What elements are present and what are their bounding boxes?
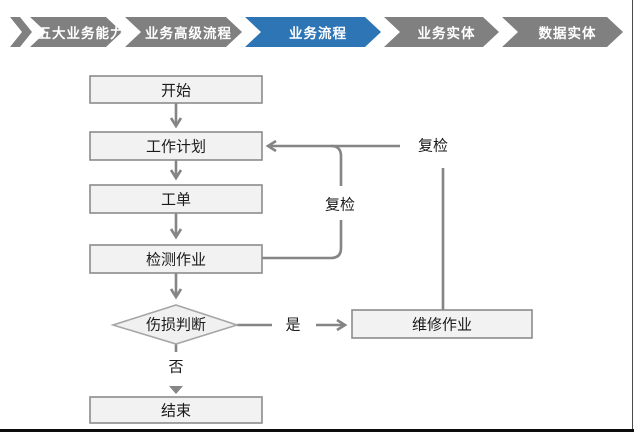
nav-step-label: 业务实体: [417, 26, 476, 41]
nav-step-label: 数据实体: [538, 26, 597, 41]
node-repair-job-label: 维修作业: [412, 316, 472, 333]
nav-step-business-entity[interactable]: 业务实体: [384, 17, 499, 47]
node-repair-job: [351, 309, 533, 339]
nav-step-data-entity[interactable]: 数据实体: [502, 17, 623, 47]
edge-label-yes: 是: [285, 316, 300, 333]
node-start-label: 开始: [161, 82, 191, 99]
node-work-order: [89, 184, 263, 214]
edge-label-no: 否: [168, 358, 183, 375]
canvas-bottom-border: [0, 429, 634, 432]
node-start: [89, 75, 263, 104]
nav-step-label: 五大业务能力: [37, 26, 125, 41]
node-work-plan: [89, 131, 263, 161]
edge-no-arrowhead: [169, 386, 183, 394]
edge-inspection-recheck-lower: [262, 220, 343, 260]
process-step-nav: 五大业务能力 业务高级流程 业务流程 业务实体 数据实体: [0, 17, 634, 47]
node-damage-decision: [110, 304, 240, 345]
node-end: [89, 396, 263, 424]
nav-step-business-highlevel-process[interactable]: 业务高级流程: [125, 17, 242, 47]
node-work-plan-label: 工作计划: [146, 138, 206, 155]
node-work-order-label: 工单: [161, 191, 191, 208]
canvas-right-border: [632, 0, 633, 429]
nav-step-label: 业务高级流程: [145, 26, 232, 41]
edge-inspection-recheck-upper: [330, 144, 343, 186]
edge-label-recheck-top: 复检: [418, 136, 448, 154]
nav-step-business-process-active[interactable]: 业务流程: [245, 17, 381, 47]
node-damage-decision-label: 伤损判断: [146, 316, 206, 333]
node-inspection-job-label: 检测作业: [146, 251, 206, 268]
node-inspection-job: [89, 244, 263, 274]
nav-step-label: 业务流程: [289, 26, 347, 41]
node-end-label: 结束: [161, 402, 191, 419]
edge-label-recheck-mid: 复检: [325, 195, 355, 213]
